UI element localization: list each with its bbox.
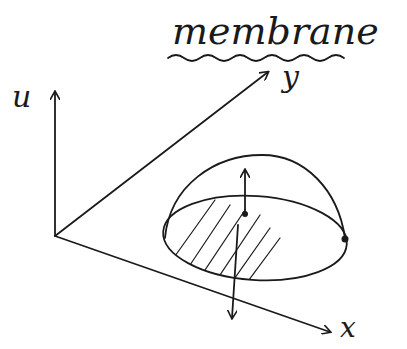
axis-label: y: [282, 62, 299, 92]
displacement-arrow-down: [232, 225, 238, 318]
title-text: membrane: [172, 12, 379, 50]
x-axis: [55, 236, 330, 332]
center-point: [242, 211, 248, 217]
domain-hatching: [165, 200, 280, 292]
displacement-arrow-up: [244, 170, 246, 212]
boundary-point: [342, 236, 349, 243]
wavy-underline: [168, 55, 344, 61]
axis-label: u: [12, 82, 31, 112]
y-axis: [55, 72, 268, 236]
axis-label: x: [340, 314, 356, 342]
u-axis: [54, 92, 56, 236]
membrane-surface: [165, 155, 345, 238]
